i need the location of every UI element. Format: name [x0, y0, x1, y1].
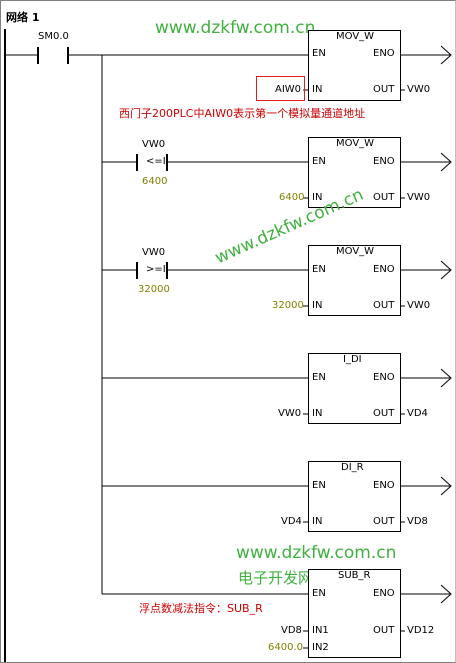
en-pin: EN — [312, 480, 326, 491]
out-pin: OUT — [373, 408, 395, 419]
contact-compare-value: 6400 — [142, 176, 168, 187]
contact-sm00-label: SM0.0 — [38, 31, 69, 42]
en-pin: EN — [312, 588, 326, 599]
in1-pin: IN1 — [312, 625, 329, 636]
out-pin: OUT — [373, 625, 395, 636]
out-operand[interactable]: VD8 — [407, 516, 428, 527]
block-title: SUB_R — [338, 570, 371, 581]
watermark-bottom-cn: 电子开发网 — [238, 569, 314, 587]
eno-pin: ENO — [373, 48, 395, 59]
di-r-block[interactable] — [308, 461, 401, 532]
en-pin: EN — [312, 372, 326, 383]
out-pin: OUT — [373, 300, 395, 311]
contact-vw0-label: VW0 — [142, 139, 166, 150]
in2-pin: IN2 — [312, 642, 329, 653]
out-operand[interactable]: VD4 — [407, 408, 428, 419]
eno-pin: ENO — [373, 372, 395, 383]
block-title: MOV_W — [336, 246, 375, 257]
eno-pin: ENO — [373, 588, 395, 599]
sub-r-block[interactable] — [308, 569, 401, 658]
in-operand[interactable]: 6400 — [279, 192, 305, 203]
in-operand[interactable]: 32000 — [272, 300, 304, 311]
block-title: MOV_W — [336, 138, 375, 149]
in-pin: IN — [312, 192, 323, 203]
aiw0-highlight-box — [256, 76, 305, 101]
watermark-bottom: www.dzkfw.com.cn — [236, 543, 397, 563]
block-title: MOV_W — [336, 31, 375, 42]
out-pin: OUT — [373, 516, 395, 527]
in2-operand[interactable]: 6400.0 — [268, 642, 303, 653]
eno-pin: ENO — [373, 156, 395, 167]
contact-compare-ge[interactable]: >=I — [146, 264, 166, 275]
sub-r-annotation: 浮点数减法指令：SUB_R — [139, 602, 263, 615]
block-title: DI_R — [341, 462, 364, 473]
out-operand[interactable]: VW0 — [407, 84, 431, 95]
out-operand[interactable]: VD12 — [407, 625, 435, 636]
in1-operand[interactable]: VD8 — [281, 625, 302, 636]
mov-w-block[interactable] — [308, 245, 401, 316]
network-title: 网络 1 — [6, 11, 40, 24]
contact-compare-value: 32000 — [138, 284, 170, 295]
in-operand[interactable]: VD4 — [281, 516, 302, 527]
power-rail — [4, 29, 6, 662]
watermark-top: www.dzkfw.com.cn — [155, 18, 316, 38]
in-operand[interactable]: VW0 — [278, 408, 302, 419]
in-pin: IN — [312, 84, 323, 95]
out-pin: OUT — [373, 84, 395, 95]
en-pin: EN — [312, 264, 326, 275]
in-pin: IN — [312, 516, 323, 527]
aiw0-annotation: 西门子200PLC中AIW0表示第一个模拟量通道地址 — [119, 107, 366, 120]
out-operand[interactable]: VW0 — [407, 300, 431, 311]
out-pin: OUT — [373, 192, 395, 203]
mov-w-block[interactable] — [308, 137, 401, 208]
in-pin: IN — [312, 300, 323, 311]
en-pin: EN — [312, 156, 326, 167]
eno-pin: ENO — [373, 264, 395, 275]
contact-vw0-label: VW0 — [142, 247, 166, 258]
out-operand[interactable]: VW0 — [407, 192, 431, 203]
en-pin: EN — [312, 48, 326, 59]
contact-compare-le[interactable]: <=I — [146, 156, 166, 167]
i-di-block[interactable] — [308, 353, 401, 424]
in-operand[interactable]: AIW0 — [275, 84, 302, 95]
eno-pin: ENO — [373, 480, 395, 491]
mov-w-block[interactable] — [308, 30, 401, 101]
block-title: I_DI — [343, 354, 362, 365]
in-pin: IN — [312, 408, 323, 419]
